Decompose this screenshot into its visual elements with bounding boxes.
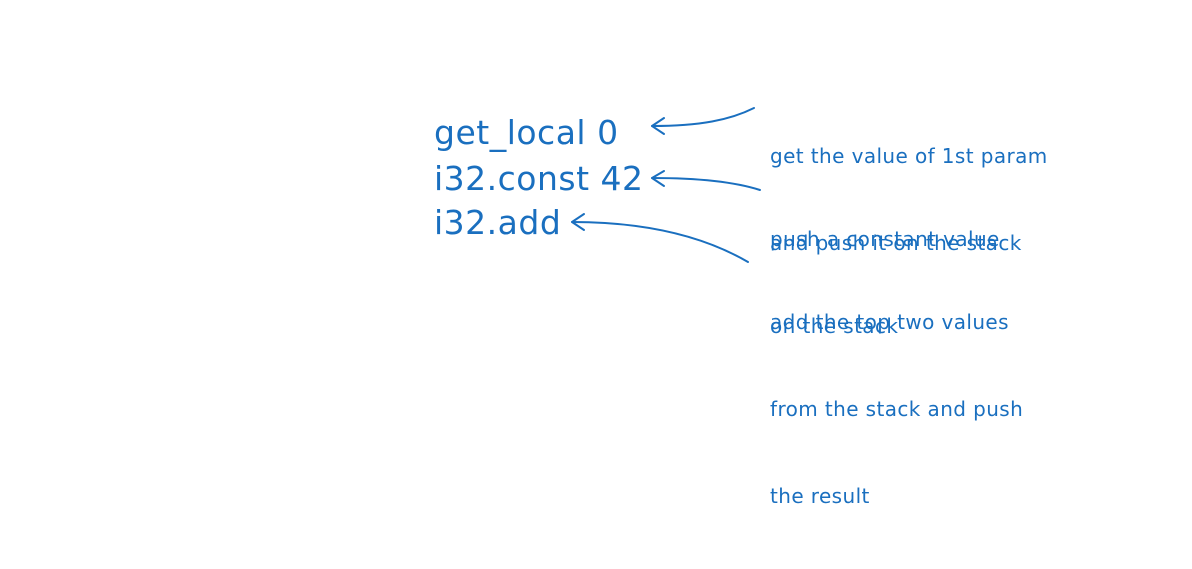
code-line-i32-const: i32.const 42 xyxy=(434,159,644,198)
annotation-line: the result xyxy=(770,484,870,508)
arrows-layer xyxy=(571,107,761,263)
arrow-i32-add xyxy=(571,213,749,263)
annotation-line: get the value of 1st param xyxy=(770,144,1048,168)
arrow-i32-const xyxy=(651,170,761,191)
annotation-line: add the top two values xyxy=(770,310,1009,334)
annotation-get-local: get the value of 1st param and push it o… xyxy=(770,84,1048,316)
code-line-get-local: get_local 0 xyxy=(434,113,619,152)
arrow-get-local xyxy=(651,107,755,135)
code-line-i32-add: i32.add xyxy=(434,203,562,242)
annotation-line: on the stack xyxy=(770,314,899,338)
annotation-line: and push it on the stack xyxy=(770,231,1022,255)
annotation-line: push a constant value xyxy=(770,227,1000,251)
wasm-stack-diagram: get_local 0 i32.const 42 i32.add get the… xyxy=(434,84,1048,508)
annotation-i32-const: push a constant value on the stack xyxy=(770,167,1000,399)
